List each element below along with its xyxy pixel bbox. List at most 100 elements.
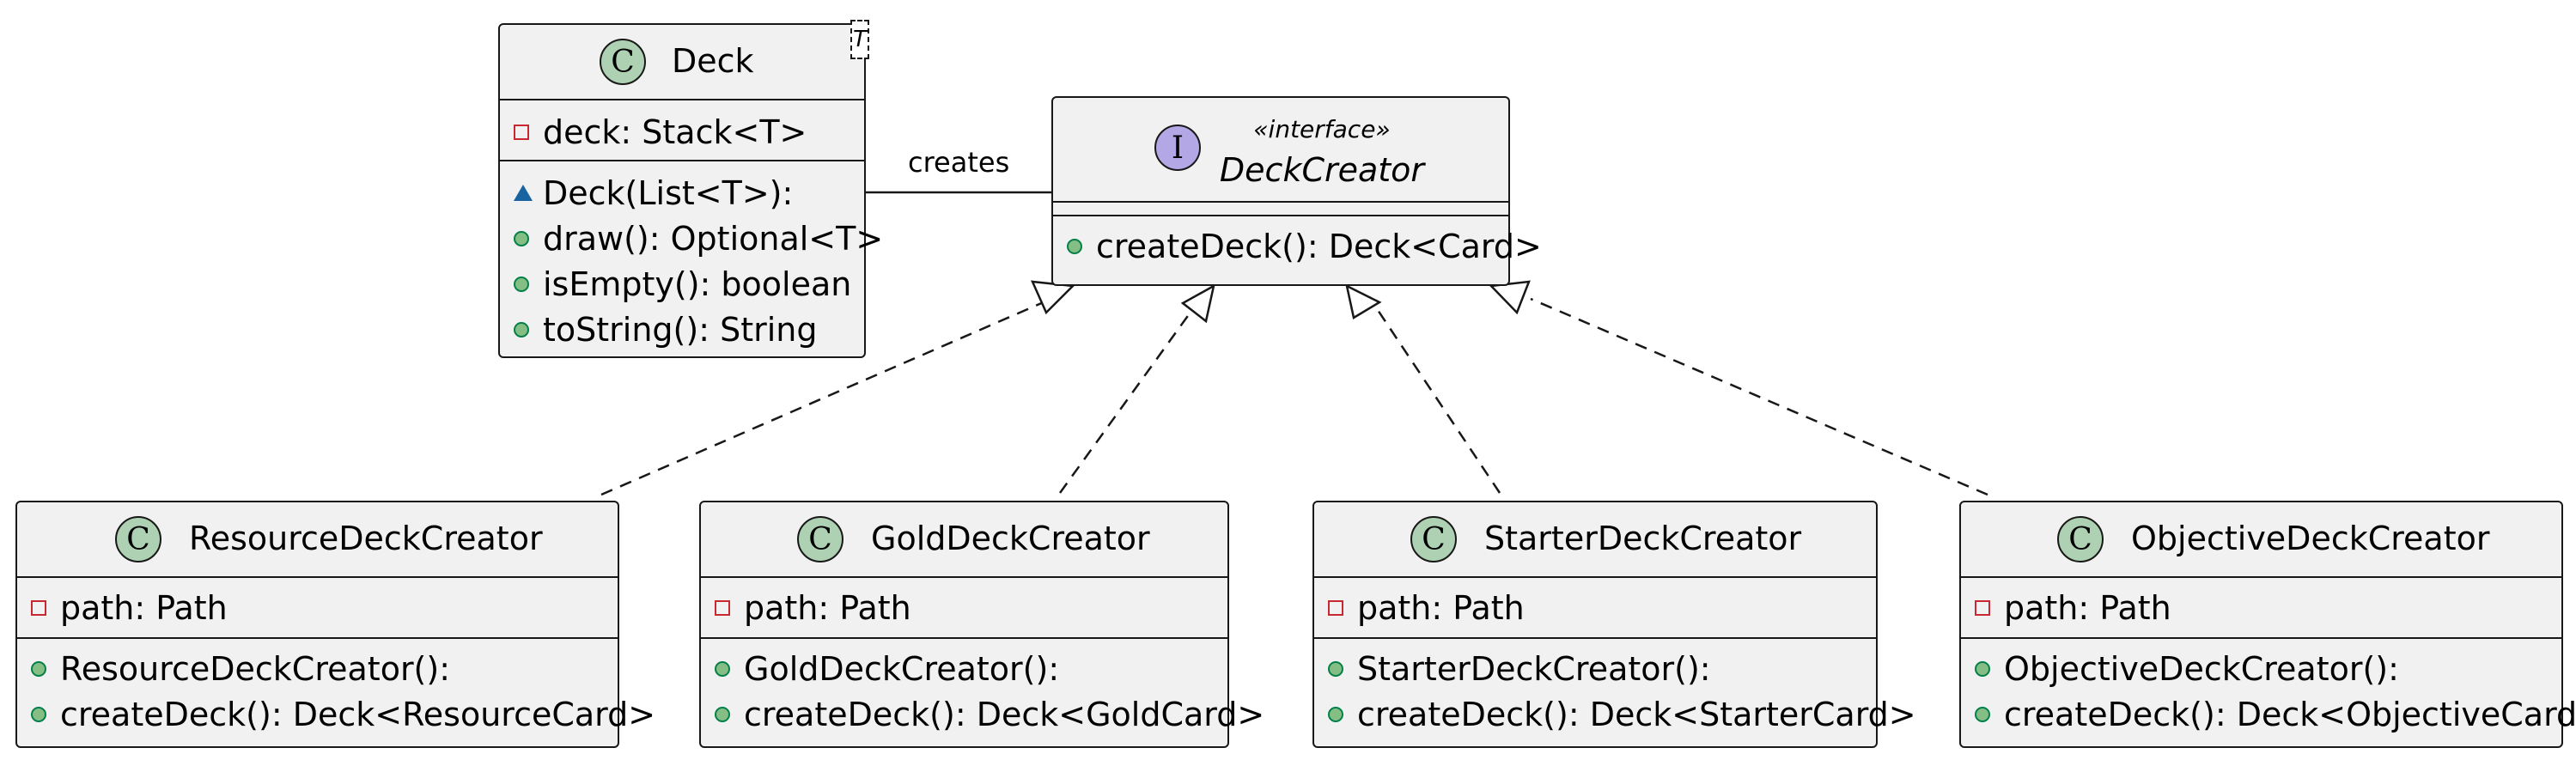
class-name: ObjectiveDeckCreator: [2131, 520, 2490, 557]
class-name: GoldDeckCreator: [871, 520, 1150, 557]
field-text: path: Path: [744, 588, 911, 627]
field-text: path: Path: [60, 588, 228, 627]
type-parameter-box: T: [850, 20, 869, 59]
field-text: path: Path: [2004, 588, 2171, 627]
starterdeckcreator-class-box[interactable]: C StarterDeckCreator path: Path StarterD…: [1312, 501, 1916, 748]
public-visibility-icon: [514, 276, 529, 292]
method-row: GoldDeckCreator():: [701, 646, 1227, 691]
method-text: ObjectiveDeckCreator():: [2004, 649, 2399, 688]
section-divider: [1961, 576, 2561, 578]
method-row: StarterDeckCreator():: [1314, 646, 1876, 691]
resourcedeckcreator-class-box[interactable]: C ResourceDeckCreator path: Path Resourc…: [15, 501, 655, 748]
section-divider: [500, 99, 864, 100]
class-stereotype-icon: C: [797, 516, 843, 562]
section-divider: [1961, 637, 2561, 639]
objectivedeckcreator-class-box[interactable]: C ObjectiveDeckCreator path: Path Object…: [1959, 501, 2576, 748]
class-stereotype-icon: C: [600, 39, 646, 85]
private-visibility-icon: [514, 124, 529, 140]
class-header: C GoldDeckCreator: [701, 502, 1227, 576]
section-divider: [1314, 576, 1876, 578]
method-text: createDeck(): Deck<ResourceCard>: [60, 695, 656, 733]
public-visibility-icon: [715, 660, 730, 677]
method-row: ResourceDeckCreator():: [17, 646, 618, 691]
private-visibility-icon: [31, 599, 46, 616]
field-row: path: Path: [17, 585, 618, 630]
deck-class-header: C Deck T: [500, 20, 869, 99]
method-text: createDeck(): Deck<ObjectiveCard>: [2004, 695, 2576, 733]
section-divider: [1314, 637, 1876, 639]
method-text: ResourceDeckCreator():: [60, 649, 451, 688]
method-row: createDeck(): Deck<ObjectiveCard>: [1961, 691, 2576, 737]
realization-arrowhead-objective: [1489, 280, 1531, 315]
public-visibility-icon: [1975, 660, 1990, 677]
realization-arrowhead-gold: [1180, 283, 1215, 324]
interface-stereotype: «interface»: [1253, 115, 1391, 143]
private-visibility-icon: [1328, 599, 1343, 616]
deckcreator-fields: [1053, 203, 1508, 215]
class-name: StarterDeckCreator: [1484, 520, 1802, 557]
section-divider: [500, 160, 864, 161]
class-fields: path: Path: [1961, 578, 2561, 637]
class-header: C ObjectiveDeckCreator: [1961, 502, 2561, 576]
class-fields: path: Path: [17, 578, 618, 637]
method-row: createDeck(): Deck<StarterCard>: [1314, 691, 1916, 737]
deck-fields: deck: Stack<T>: [500, 100, 864, 160]
class-header: C StarterDeckCreator: [1314, 502, 1876, 576]
class-stereotype-icon: C: [2057, 516, 2104, 562]
deckcreator-name: DeckCreator: [1219, 151, 1425, 189]
method-text: createDeck(): Deck<GoldCard>: [744, 695, 1265, 733]
class-stereotype-icon: C: [1410, 516, 1457, 562]
method-text: createDeck(): Deck<StarterCard>: [1357, 695, 1916, 733]
class-header: C ResourceDeckCreator: [17, 502, 618, 576]
method-row: createDeck(): Deck<ResourceCard>: [17, 691, 655, 737]
method-row: ObjectiveDeckCreator():: [1961, 646, 2561, 691]
private-visibility-icon: [715, 599, 730, 616]
field-text: path: Path: [1357, 588, 1525, 627]
class-fields: path: Path: [701, 578, 1227, 637]
deck-methods: Deck(List<T>): draw(): Optional<T> isEmp…: [500, 161, 883, 357]
deck-class-box[interactable]: C Deck T deck: Stack<T> Deck(List<T>): d…: [498, 20, 883, 358]
field-row: path: Path: [1314, 585, 1876, 630]
association-label: creates: [908, 146, 1010, 179]
method-row: createDeck(): Deck<Card>: [1053, 223, 1542, 269]
deckcreator-interface-box[interactable]: I «interface» DeckCreator createDeck(): …: [1051, 96, 1542, 286]
method-text: createDeck(): Deck<Card>: [1096, 227, 1542, 265]
deckcreator-header: I «interface» DeckCreator: [1053, 98, 1508, 201]
realization-line-objective: [1530, 297, 1988, 496]
realization-line-gold: [1058, 307, 1196, 494]
section-divider: [701, 576, 1227, 578]
golddeckcreator-class-box[interactable]: C GoldDeckCreator path: Path GoldDeckCre…: [699, 501, 1264, 748]
realization-line-starter: [1374, 307, 1501, 494]
deck-class-name: Deck: [672, 42, 754, 80]
private-visibility-icon: [1975, 599, 1990, 616]
field-row: deck: Stack<T>: [500, 109, 864, 155]
method-text: toString(): String: [543, 310, 818, 349]
public-visibility-icon: [1328, 706, 1343, 722]
public-visibility-icon: [1975, 706, 1990, 722]
class-methods: GoldDeckCreator(): createDeck(): Deck<Go…: [701, 639, 1264, 740]
realization-arrowhead-resource: [1030, 280, 1075, 315]
interface-stereotype-icon: I: [1154, 125, 1201, 171]
field-text: deck: Stack<T>: [543, 112, 807, 151]
method-text: isEmpty(): boolean: [543, 264, 852, 303]
public-visibility-icon: [715, 706, 730, 722]
class-methods: StarterDeckCreator(): createDeck(): Deck…: [1314, 639, 1916, 740]
field-row: path: Path: [701, 585, 1227, 630]
method-text: StarterDeckCreator():: [1357, 649, 1711, 688]
public-visibility-icon: [31, 660, 46, 677]
package-visibility-icon: [514, 185, 533, 201]
method-row: draw(): Optional<T>: [500, 216, 883, 261]
method-row: toString(): String: [500, 307, 864, 352]
public-visibility-icon: [514, 321, 529, 337]
class-name: ResourceDeckCreator: [189, 520, 543, 557]
section-divider: [17, 576, 618, 578]
section-divider: [1053, 201, 1508, 203]
deckcreator-methods: createDeck(): Deck<Card>: [1053, 216, 1542, 272]
method-text: Deck(List<T>):: [543, 173, 794, 212]
public-visibility-icon: [1067, 238, 1082, 254]
method-row: createDeck(): Deck<GoldCard>: [701, 691, 1264, 737]
method-text: GoldDeckCreator():: [744, 649, 1060, 688]
method-row: isEmpty(): boolean: [500, 261, 864, 307]
public-visibility-icon: [1328, 660, 1343, 677]
realization-arrowhead-starter: [1345, 283, 1382, 319]
